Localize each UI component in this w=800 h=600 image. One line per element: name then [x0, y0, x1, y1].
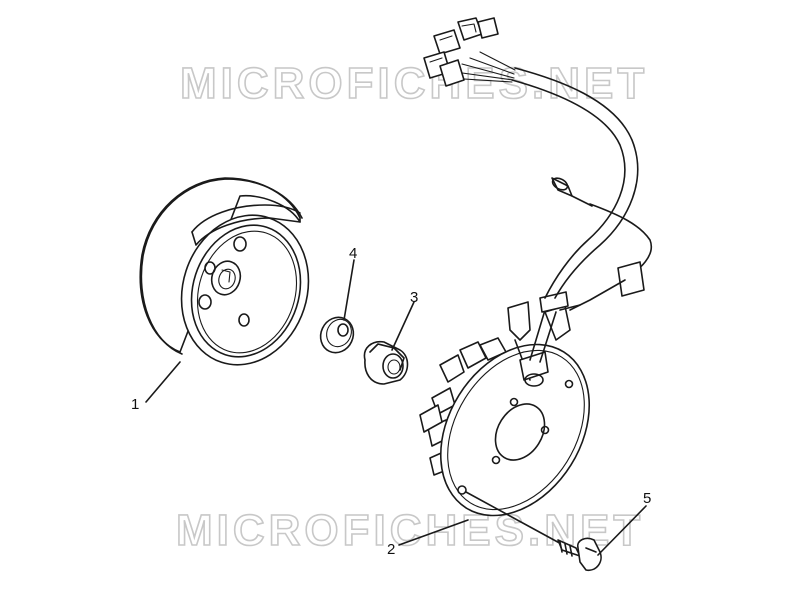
callout-1: 1 [131, 396, 139, 413]
callout-4: 4 [349, 245, 357, 262]
callout-5: 5 [643, 490, 651, 507]
flange-nut [363, 340, 409, 385]
watermark-top: MICROFICHES.NET [180, 59, 648, 108]
washer [319, 316, 355, 354]
leader-3 [391, 301, 415, 351]
stator-assembly [419, 291, 591, 517]
leader-1 [145, 361, 181, 403]
leader-2 [398, 519, 469, 546]
callout-3: 3 [410, 289, 418, 306]
wire-harness [423, 17, 653, 311]
callout-leaders [145, 259, 647, 556]
flywheel-rotor [139, 177, 310, 366]
leader-4 [343, 259, 355, 321]
leader-5 [597, 505, 647, 556]
bolt [465, 491, 602, 572]
callout-2: 2 [387, 541, 395, 558]
